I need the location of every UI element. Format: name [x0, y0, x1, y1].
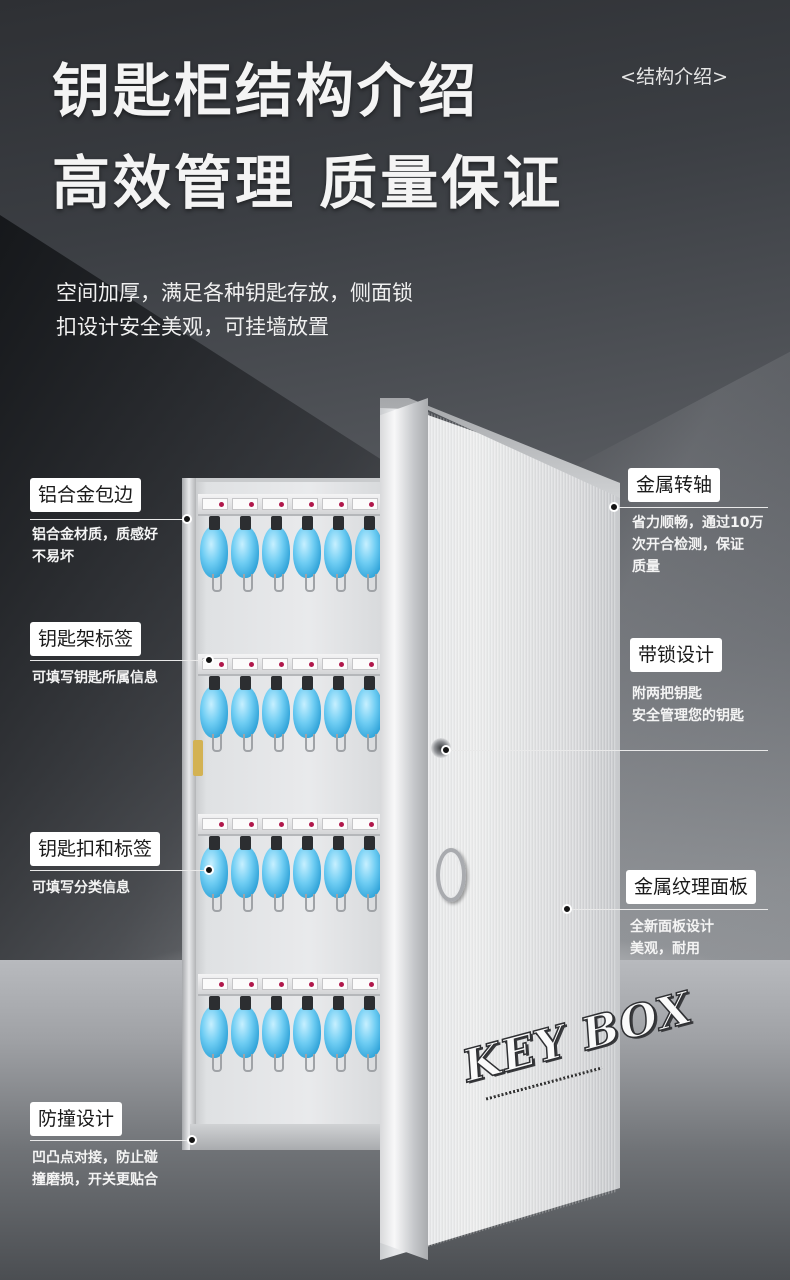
- page-subtitle-title: 高效管理 质量保证: [52, 149, 564, 217]
- desc-line: 全新面板设计: [630, 919, 714, 935]
- desc-line: 可填写钥匙所属信息: [32, 670, 158, 686]
- key-tag-icon: [231, 516, 259, 592]
- desc-line: 附两把钥匙: [632, 686, 702, 702]
- key-tag-icon: [200, 516, 228, 592]
- key-tag-icon: [231, 676, 259, 752]
- page-title: 钥匙柜结构介绍: [52, 57, 480, 125]
- callout-desc-metal-panel: 全新面板设计 美观，耐用: [630, 916, 714, 960]
- key-tag-icon: [355, 516, 383, 592]
- intro-line-1: 空间加厚，满足各种钥匙存放，侧面锁: [56, 281, 413, 305]
- key-tags: [198, 996, 383, 1086]
- key-tag-icon: [231, 836, 259, 912]
- key-row-4: [198, 974, 383, 1084]
- cabinet-bottom: [190, 1124, 385, 1150]
- cabinet-aluminum-edge: [182, 478, 196, 1150]
- key-rail: [198, 494, 383, 516]
- key-tag-icon: [293, 516, 321, 592]
- key-row-2: [198, 654, 383, 764]
- intro-text: 空间加厚，满足各种钥匙存放，侧面锁 扣设计安全美观，可挂墙放置: [56, 276, 476, 344]
- callout-desc-key-rack-tag: 可填写钥匙所属信息: [32, 667, 158, 689]
- callout-dot: [187, 1135, 197, 1145]
- section-tag: <结构介绍>: [620, 66, 728, 88]
- key-rail: [198, 814, 383, 836]
- callout-dot: [562, 904, 572, 914]
- key-rail: [198, 654, 383, 676]
- key-tag-icon: [355, 996, 383, 1072]
- key-rail: [198, 974, 383, 996]
- callout-line: [30, 1140, 192, 1141]
- callout-desc-metal-hinge: 省力顺畅，通过10万 次开合检测，保证 质量: [632, 512, 763, 578]
- key-tag-icon: [324, 676, 352, 752]
- intro-line-2: 扣设计安全美观，可挂墙放置: [56, 315, 329, 339]
- key-row-3: [198, 814, 383, 924]
- key-tag-icon: [355, 676, 383, 752]
- key-tag-icon: [293, 836, 321, 912]
- desc-line: 可填写分类信息: [32, 880, 130, 896]
- key-tag-icon: [293, 996, 321, 1072]
- key-tags: [198, 676, 383, 766]
- callout-dot: [204, 865, 214, 875]
- key-tag-icon: [324, 996, 352, 1072]
- callout-dot: [609, 502, 619, 512]
- key-tag-icon: [200, 676, 228, 752]
- callout-label-metal-hinge: 金属转轴: [628, 468, 721, 502]
- callout-dot: [182, 514, 192, 524]
- callout-desc-anti-collision: 凹凸点对接，防止碰 撞磨损，开关更贴合: [32, 1147, 158, 1191]
- key-tag-icon: [200, 996, 228, 1072]
- callout-label-aluminum-edge: 铝合金包边: [30, 478, 142, 512]
- door-metal-texture: [428, 412, 616, 1247]
- callout-dot: [441, 745, 451, 755]
- callout-label-anti-collision: 防撞设计: [30, 1102, 123, 1136]
- key-tags: [198, 836, 383, 926]
- desc-line: 次开合检测，保证: [632, 537, 744, 553]
- callout-label-key-fob: 钥匙扣和标签: [30, 832, 161, 866]
- desc-line: 不易坏: [32, 549, 74, 565]
- callout-label-metal-panel: 金属纹理面板: [626, 870, 757, 904]
- callout-line: [618, 507, 768, 508]
- callout-desc-key-fob: 可填写分类信息: [32, 877, 130, 899]
- key-tag-icon: [324, 836, 352, 912]
- key-tag-icon: [262, 676, 290, 752]
- desc-line: 质量: [632, 559, 660, 575]
- callout-line: [30, 519, 188, 520]
- key-tag-icon: [262, 996, 290, 1072]
- door-ring-handle[interactable]: [436, 848, 466, 902]
- desc-line: 凹凸点对接，防止碰: [32, 1150, 158, 1166]
- callout-line: [30, 870, 210, 871]
- callout-label-key-rack-tag: 钥匙架标签: [30, 622, 142, 656]
- key-tag-icon: [293, 676, 321, 752]
- key-tag-icon: [262, 836, 290, 912]
- callout-dot: [204, 655, 214, 665]
- desc-line: 撞磨损，开关更贴合: [32, 1172, 158, 1188]
- callout-label-lock-design: 带锁设计: [630, 638, 723, 672]
- cabinet-latch: [193, 740, 203, 776]
- key-row-1: [198, 494, 383, 604]
- door-aluminum-edge: [380, 398, 428, 1260]
- callout-line: [570, 909, 768, 910]
- desc-line: 铝合金材质，质感好: [32, 527, 158, 543]
- key-tag-icon: [324, 516, 352, 592]
- callout-desc-lock-design: 附两把钥匙 安全管理您的钥匙: [632, 683, 744, 727]
- callout-line: [30, 660, 210, 661]
- callout-desc-aluminum-edge: 铝合金材质，质感好 不易坏: [32, 524, 158, 568]
- key-tags: [198, 516, 383, 606]
- key-tag-icon: [262, 516, 290, 592]
- desc-line: 省力顺畅，通过10万: [632, 515, 764, 531]
- desc-line: 安全管理您的钥匙: [632, 708, 744, 724]
- key-tag-icon: [355, 836, 383, 912]
- callout-line: [450, 750, 768, 751]
- key-tag-icon: [231, 996, 259, 1072]
- desc-line: 美观，耐用: [630, 941, 700, 957]
